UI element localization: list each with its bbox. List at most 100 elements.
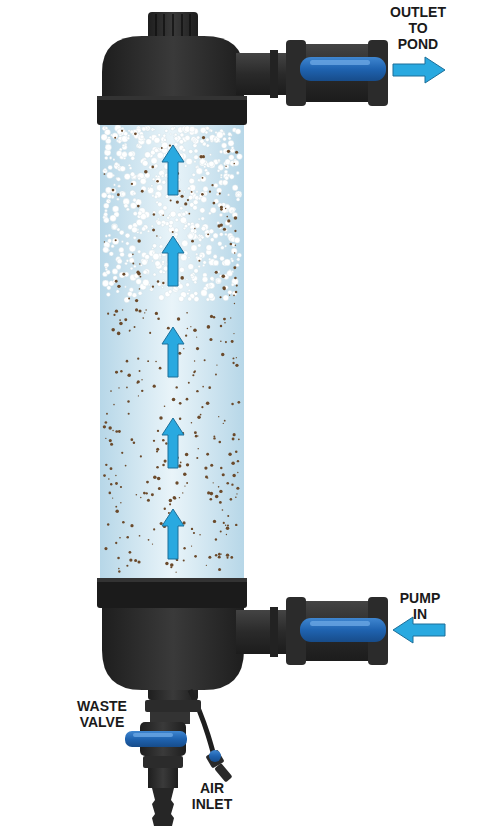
- bubble: [130, 190, 136, 196]
- debris-speck: [141, 190, 144, 193]
- debris-speck: [117, 285, 120, 288]
- bubble: [224, 259, 231, 266]
- bubble: [133, 265, 136, 268]
- bubble: [124, 297, 130, 303]
- debris-speck: [225, 165, 226, 166]
- debris-speck: [176, 386, 178, 388]
- bubble: [151, 185, 153, 187]
- bubble: [188, 233, 194, 239]
- bubble: [154, 164, 158, 168]
- bubble: [235, 191, 242, 198]
- debris-speck: [138, 309, 141, 312]
- bubble: [107, 172, 114, 179]
- bubble: [206, 144, 209, 147]
- bubble: [155, 175, 158, 178]
- bubble: [128, 253, 133, 258]
- debris-speck: [210, 464, 213, 467]
- debris-speck: [108, 426, 111, 429]
- debris-speck: [145, 309, 147, 311]
- bubble: [147, 230, 149, 232]
- bubble: [185, 135, 190, 140]
- bubble: [159, 245, 163, 249]
- bubble: [107, 286, 111, 290]
- bubble: [174, 233, 178, 237]
- debris-speck: [226, 553, 229, 556]
- bubble: [179, 140, 184, 145]
- debris-speck: [202, 386, 204, 388]
- debris-speck: [228, 453, 231, 456]
- debris-speck: [117, 332, 121, 336]
- debris-speck: [181, 195, 184, 198]
- bubble: [157, 152, 164, 159]
- debris-speck: [227, 557, 229, 559]
- bubble: [196, 168, 203, 175]
- debris-speck: [162, 214, 163, 215]
- debris-speck: [191, 240, 194, 243]
- debris-speck: [167, 327, 170, 330]
- debris-speck: [202, 136, 205, 139]
- debris-speck: [226, 482, 229, 485]
- debris-speck: [159, 416, 162, 419]
- debris-speck: [108, 492, 111, 495]
- bubble: [209, 129, 212, 132]
- debris-speck: [232, 362, 234, 364]
- debris-speck: [126, 360, 129, 363]
- debris-speck: [223, 288, 225, 290]
- bubble: [183, 191, 185, 193]
- debris-speck: [201, 193, 204, 196]
- debris-speck: [120, 486, 122, 488]
- bubble: [237, 193, 241, 197]
- debris-speck: [194, 360, 195, 361]
- debris-speck: [117, 193, 120, 196]
- debris-speck: [196, 390, 198, 392]
- bubble: [116, 264, 121, 269]
- debris-speck: [164, 460, 167, 463]
- debris-speck: [115, 542, 117, 544]
- debris-speck: [188, 382, 190, 384]
- bubble: [218, 241, 222, 245]
- debris-speck: [155, 361, 157, 363]
- debris-speck: [225, 341, 227, 343]
- bubble: [200, 208, 205, 213]
- bubble: [145, 152, 151, 158]
- bubble: [131, 180, 137, 186]
- bubble: [209, 161, 215, 167]
- bottom-cap: [97, 578, 247, 700]
- debris-speck: [222, 473, 225, 476]
- bubble: [105, 268, 107, 270]
- bubble: [157, 218, 159, 220]
- debris-speck: [231, 403, 234, 406]
- debris-speck: [218, 553, 221, 556]
- bubble: [130, 267, 133, 270]
- bubble: [112, 269, 118, 275]
- debris-speck: [210, 498, 213, 501]
- bubble: [124, 173, 130, 179]
- bubble: [200, 176, 206, 182]
- debris-speck: [206, 565, 207, 566]
- bubble: [116, 290, 119, 293]
- bubble: [180, 217, 187, 224]
- debris-speck: [132, 263, 134, 265]
- bubble: [121, 241, 123, 243]
- bubble: [151, 225, 153, 227]
- debris-speck: [115, 475, 116, 476]
- bubble: [130, 203, 136, 209]
- bubble: [206, 138, 210, 142]
- bubble: [152, 248, 154, 250]
- debris-speck: [213, 202, 216, 205]
- debris-speck: [137, 380, 140, 383]
- debris-speck: [188, 213, 190, 215]
- debris-speck: [152, 543, 153, 544]
- bubble: [231, 283, 234, 286]
- debris-speck: [215, 538, 217, 540]
- debris-speck: [186, 463, 189, 466]
- bubble: [228, 132, 232, 136]
- flow-arrows: [162, 145, 184, 559]
- bubble: [220, 256, 225, 261]
- bubble: [122, 144, 125, 147]
- debris-speck: [169, 499, 172, 502]
- bubble: [219, 150, 222, 153]
- bubble: [218, 159, 221, 162]
- bubble: [119, 230, 124, 235]
- debris-speck: [169, 144, 171, 146]
